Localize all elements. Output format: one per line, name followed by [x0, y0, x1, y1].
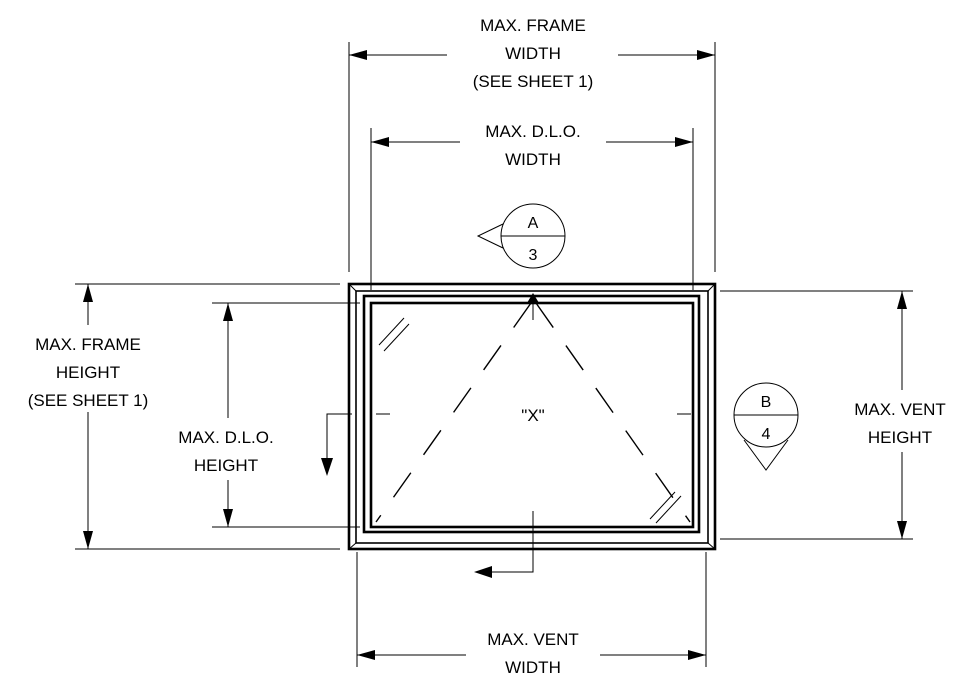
- panel-label: "X": [521, 406, 544, 425]
- callout-b-letter: B: [761, 394, 772, 411]
- glass-hatch-marks: [378, 317, 682, 524]
- callout-a-sheet: 3: [529, 247, 538, 264]
- dimension-frame-height: MAX. FRAME HEIGHT (SEE SHEET 1): [28, 283, 340, 550]
- vent-height-line1: MAX. VENT: [854, 400, 946, 419]
- window-frame: [347, 282, 717, 551]
- vent-height-line2: HEIGHT: [868, 428, 932, 447]
- frame-height-line3: (SEE SHEET 1): [28, 391, 149, 410]
- frame-width-line3: (SEE SHEET 1): [473, 72, 594, 91]
- dlo-height-line1: MAX. D.L.O.: [178, 428, 273, 447]
- section-cut-arrow-bottom: [474, 560, 534, 578]
- dlo-width-line2: WIDTH: [505, 150, 561, 169]
- frame-width-line2: WIDTH: [505, 44, 561, 63]
- dlo-width-line1: MAX. D.L.O.: [485, 122, 580, 141]
- vent-width-line2: WIDTH: [505, 658, 561, 677]
- callout-b-sheet: 4: [762, 426, 771, 443]
- section-callout-a: A 3: [476, 203, 566, 269]
- vent-width-line1: MAX. VENT: [487, 630, 579, 649]
- section-callout-b: B 4: [733, 382, 799, 471]
- frame-height-line1: MAX. FRAME: [35, 335, 141, 354]
- dimension-dlo-height: MAX. D.L.O. HEIGHT: [178, 302, 360, 528]
- callout-a-letter: A: [528, 215, 539, 232]
- dimension-frame-width: MAX. FRAME WIDTH (SEE SHEET 1): [348, 16, 716, 272]
- dimension-vent-width: MAX. VENT WIDTH: [356, 552, 707, 677]
- dimension-vent-height: MAX. VENT HEIGHT: [720, 290, 946, 540]
- dimension-dlo-width: MAX. D.L.O. WIDTH: [370, 122, 694, 290]
- dlo-height-line2: HEIGHT: [194, 456, 258, 475]
- frame-height-line2: HEIGHT: [56, 363, 120, 382]
- operation-hinge-lines: [375, 302, 691, 523]
- frame-width-line1: MAX. FRAME: [480, 16, 586, 35]
- section-cut-arrow-left: [321, 413, 352, 476]
- center-marks: [376, 293, 691, 572]
